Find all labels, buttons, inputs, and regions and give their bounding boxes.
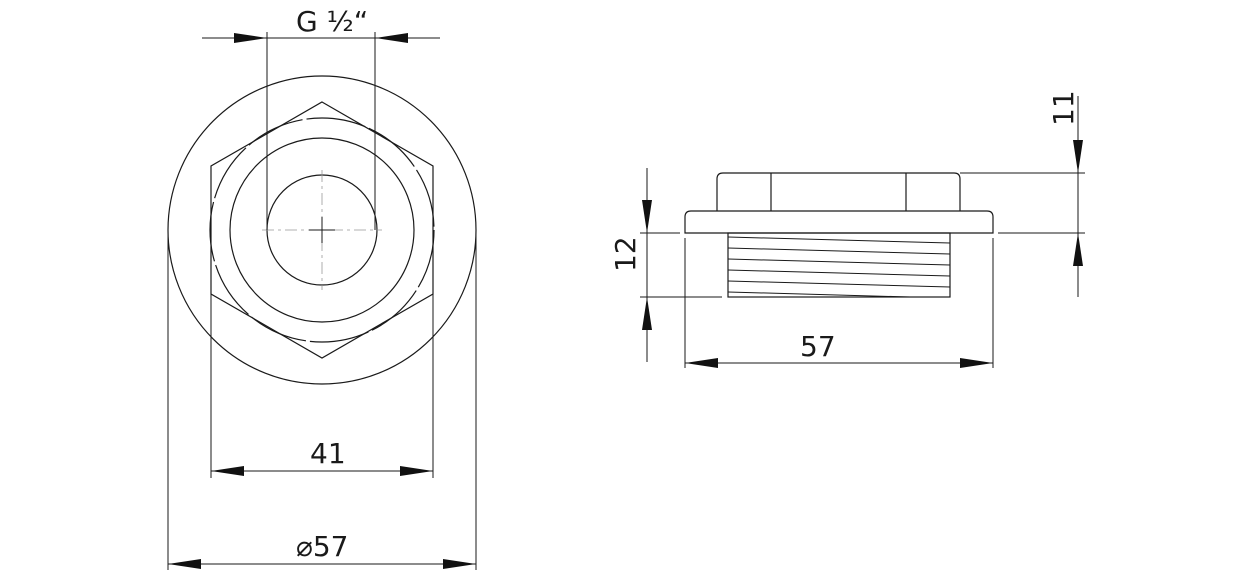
- arrow-icon: [1073, 233, 1083, 266]
- arrow-icon: [1073, 140, 1083, 173]
- arrow-icon: [375, 33, 408, 43]
- hex-head-outline: [716, 172, 961, 211]
- thread-size-label: G ½“: [296, 5, 369, 38]
- flange-outline: [684, 210, 994, 234]
- arrow-icon: [642, 200, 652, 233]
- hex-nut-outline: [210, 101, 434, 359]
- side-width-label: 57: [800, 330, 836, 363]
- arrow-icon: [400, 466, 433, 476]
- arrow-icon: [960, 358, 993, 368]
- bore-circle: [229, 137, 415, 323]
- front-view: [167, 32, 477, 570]
- side-view: [640, 96, 1085, 368]
- arrow-icon: [685, 358, 718, 368]
- chamfer-circle: [209, 117, 435, 343]
- outer-diameter-label: ⌀57: [296, 530, 349, 563]
- hex-size-label: 41: [310, 437, 346, 470]
- arrow-icon: [211, 466, 244, 476]
- thread-lines: [727, 236, 951, 298]
- arrow-icon: [642, 297, 652, 330]
- arrow-icon: [168, 559, 201, 569]
- arrow-icon: [234, 33, 267, 43]
- head-height-label: 11: [1047, 90, 1080, 126]
- arrow-icon: [443, 559, 476, 569]
- thread-length-label: 12: [609, 236, 642, 272]
